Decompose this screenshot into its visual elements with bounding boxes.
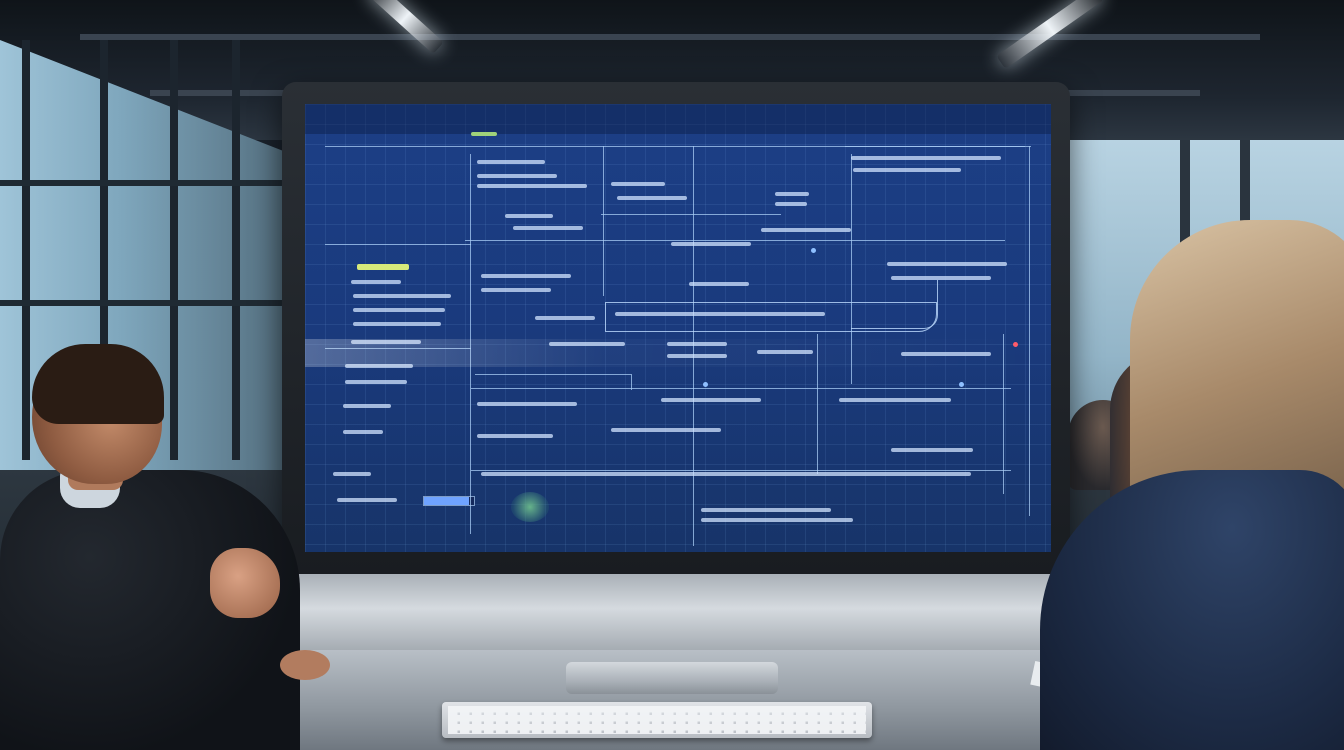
node-label xyxy=(775,202,807,206)
node-label xyxy=(477,174,557,178)
ceiling-beam xyxy=(80,34,1260,40)
diagram-glow xyxy=(511,492,549,522)
node-label xyxy=(535,316,595,320)
node-label xyxy=(887,262,1007,266)
node-label xyxy=(901,352,991,356)
panel-text xyxy=(351,280,401,284)
person-right-sweater xyxy=(1040,470,1344,750)
node-label xyxy=(505,214,553,218)
window-transom xyxy=(0,300,290,306)
panel-text xyxy=(343,430,383,434)
diagram-line xyxy=(845,146,1031,147)
diagram-node-dot xyxy=(811,248,816,253)
node-label xyxy=(851,156,1001,160)
diagram-line xyxy=(325,146,1025,147)
node-label xyxy=(549,342,625,346)
node-label xyxy=(667,342,727,346)
node-label xyxy=(891,448,973,452)
node-label xyxy=(761,228,851,232)
node-label xyxy=(481,274,571,278)
node-label xyxy=(775,192,809,196)
diagram-node-dot xyxy=(703,382,708,387)
diagram-node-dot xyxy=(959,382,964,387)
monitor-chin xyxy=(282,574,1070,660)
diagram-line xyxy=(475,374,631,375)
diagram-line xyxy=(471,470,1011,471)
node-label xyxy=(701,518,853,522)
panel-text xyxy=(345,364,413,368)
node-label xyxy=(513,226,583,230)
panel-text xyxy=(353,294,451,298)
node-label xyxy=(701,508,831,512)
progress-bar xyxy=(423,496,475,506)
node-label xyxy=(477,434,553,438)
diagram-line xyxy=(631,374,632,390)
node-label xyxy=(477,402,577,406)
node-label xyxy=(671,242,751,246)
diagram-line xyxy=(851,154,852,384)
node-label xyxy=(481,472,971,476)
diagram-box xyxy=(851,280,938,329)
node-label xyxy=(667,354,727,358)
panel-text xyxy=(353,308,445,312)
node-label xyxy=(617,196,687,200)
node-label xyxy=(757,350,813,354)
node-label xyxy=(611,182,665,186)
diagram-line xyxy=(603,146,604,296)
progress-fill xyxy=(424,497,469,505)
monitor-screen xyxy=(305,104,1051,552)
diagram-node-dot xyxy=(1013,342,1018,347)
node-label xyxy=(611,428,721,432)
diagram-line xyxy=(693,146,694,546)
window-mullion xyxy=(100,40,108,460)
diagram-line xyxy=(1003,334,1004,494)
diagram-line xyxy=(325,244,471,245)
panel-text xyxy=(351,340,421,344)
panel-text xyxy=(353,322,441,326)
person-left-hair xyxy=(32,344,164,424)
diagram-line xyxy=(325,348,471,349)
window-transom xyxy=(0,180,290,186)
node-label xyxy=(477,184,587,188)
monitor-stand xyxy=(566,662,778,694)
person-left-hand xyxy=(280,650,330,680)
window-mullion xyxy=(22,40,30,460)
panel-text xyxy=(345,380,407,384)
window-mullion xyxy=(232,40,240,460)
screen-glare xyxy=(305,339,1051,367)
panel-text xyxy=(337,498,397,502)
window-mullion xyxy=(170,40,178,460)
node-label xyxy=(661,398,761,402)
diagram-line xyxy=(817,334,818,474)
diagram-line xyxy=(465,240,1005,241)
node-label xyxy=(615,312,825,316)
node-label xyxy=(839,398,951,402)
screen-topbar xyxy=(305,104,1051,134)
diagram-line xyxy=(471,388,1011,389)
diagram-line xyxy=(1029,146,1030,516)
person-left-hand xyxy=(210,548,280,618)
node-label xyxy=(481,288,551,292)
panel-text xyxy=(343,404,391,408)
node-label xyxy=(891,276,991,280)
diagram-line xyxy=(601,214,781,215)
node-label xyxy=(477,160,545,164)
node-label xyxy=(689,282,749,286)
diagram-line xyxy=(470,154,471,534)
topbar-badge xyxy=(471,132,497,136)
panel-text xyxy=(333,472,371,476)
node-label xyxy=(853,168,961,172)
keyboard-keys[interactable] xyxy=(448,706,866,734)
panel-heading xyxy=(357,264,409,270)
